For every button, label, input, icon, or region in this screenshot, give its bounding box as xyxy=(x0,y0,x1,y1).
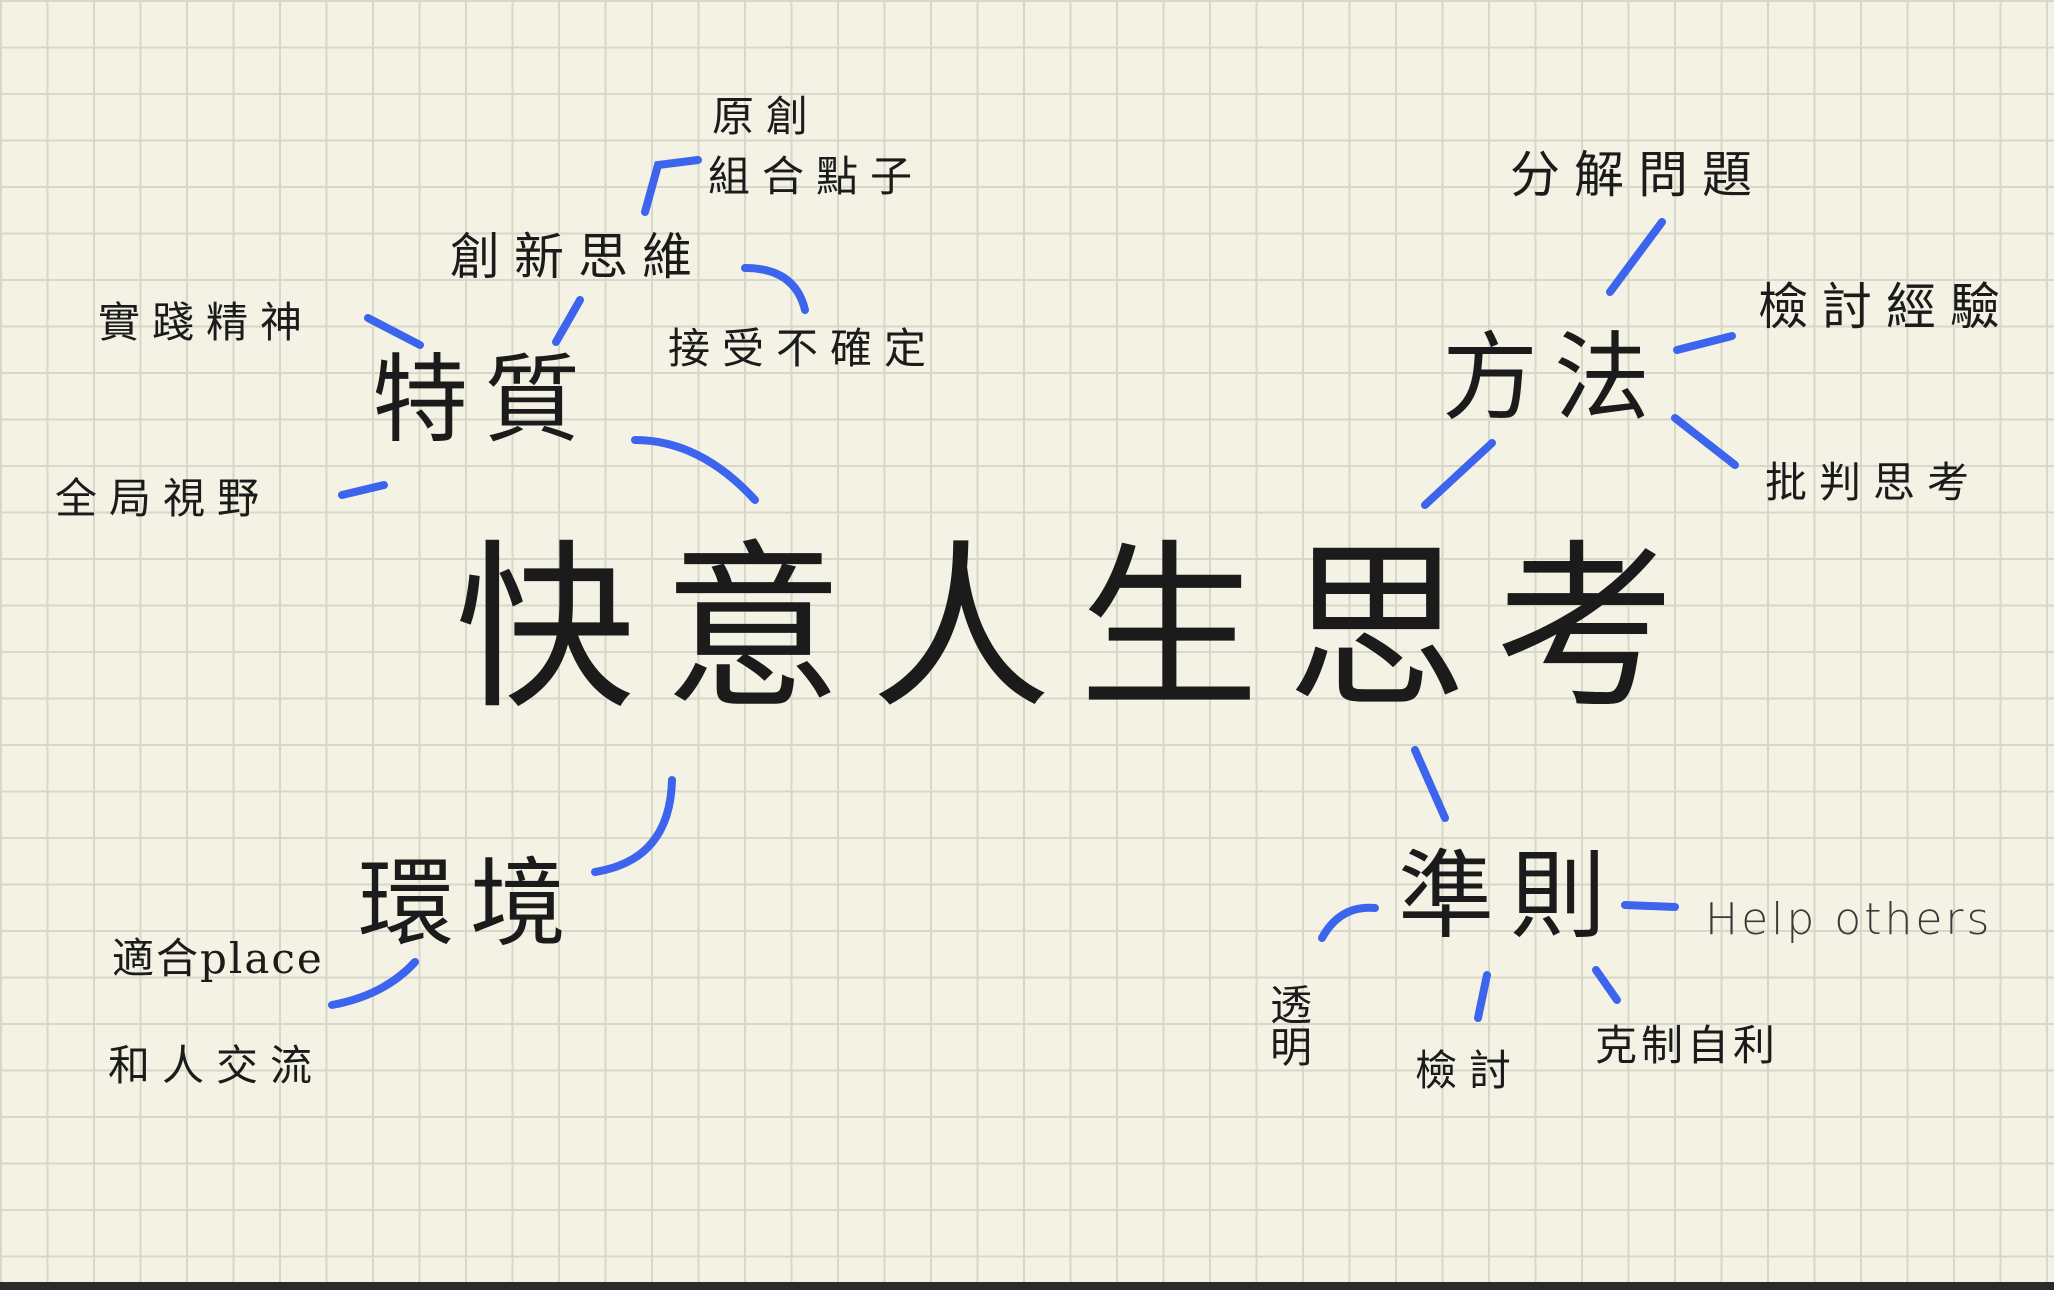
branch-methods: 方法 xyxy=(1442,322,1666,434)
link-traits-bigpicture xyxy=(338,481,388,499)
node-suitable-place: 適合place xyxy=(112,934,324,983)
link-innovation-uncertainty xyxy=(741,264,809,314)
link-traits-practice xyxy=(364,314,424,349)
branch-traits: 特質 xyxy=(372,344,596,456)
link-methods-review xyxy=(1673,332,1736,354)
link-principles-restraint xyxy=(1592,966,1621,1004)
node-accept-uncertainty: 接受不確定 xyxy=(668,324,939,373)
node-review: 檢討 xyxy=(1415,1046,1524,1095)
link-center-traits xyxy=(631,436,759,504)
link-traits-innovation xyxy=(552,296,584,346)
node-big-picture: 全局視野 xyxy=(55,474,272,523)
node-communicate: 和人交流 xyxy=(108,1041,325,1090)
branch-principles: 準則 xyxy=(1398,840,1622,952)
node-critical-thinking: 批判思考 xyxy=(1765,458,1982,507)
link-innovation-combine xyxy=(641,156,702,216)
branch-environment: 環境 xyxy=(358,848,582,960)
link-principles-help xyxy=(1621,901,1679,911)
node-original: 原創 xyxy=(712,92,821,141)
link-center-principles xyxy=(1411,746,1449,822)
node-help-others: Help others xyxy=(1705,894,1993,945)
node-review-experience: 檢討經驗 xyxy=(1758,278,2014,336)
node-decompose-problem: 分解問題 xyxy=(1510,146,1766,204)
link-principles-transparent xyxy=(1318,903,1379,942)
node-practice: 實踐精神 xyxy=(98,298,315,347)
link-principles-review xyxy=(1474,971,1491,1022)
node-restraint: 克制自利 xyxy=(1595,1021,1780,1070)
link-center-methods xyxy=(1421,439,1496,509)
link-methods-decompose xyxy=(1606,218,1666,296)
link-methods-critical xyxy=(1671,414,1739,469)
bottom-edge xyxy=(0,1282,2054,1290)
node-combine-ideas: 組合點子 xyxy=(708,152,925,201)
central-topic: 快意人生思考 xyxy=(455,525,1704,734)
link-environment-place xyxy=(328,958,419,1009)
link-center-environment xyxy=(591,776,676,876)
node-transparent: 透明 xyxy=(1270,981,1313,1072)
node-innovation: 創新思維 xyxy=(450,228,706,286)
